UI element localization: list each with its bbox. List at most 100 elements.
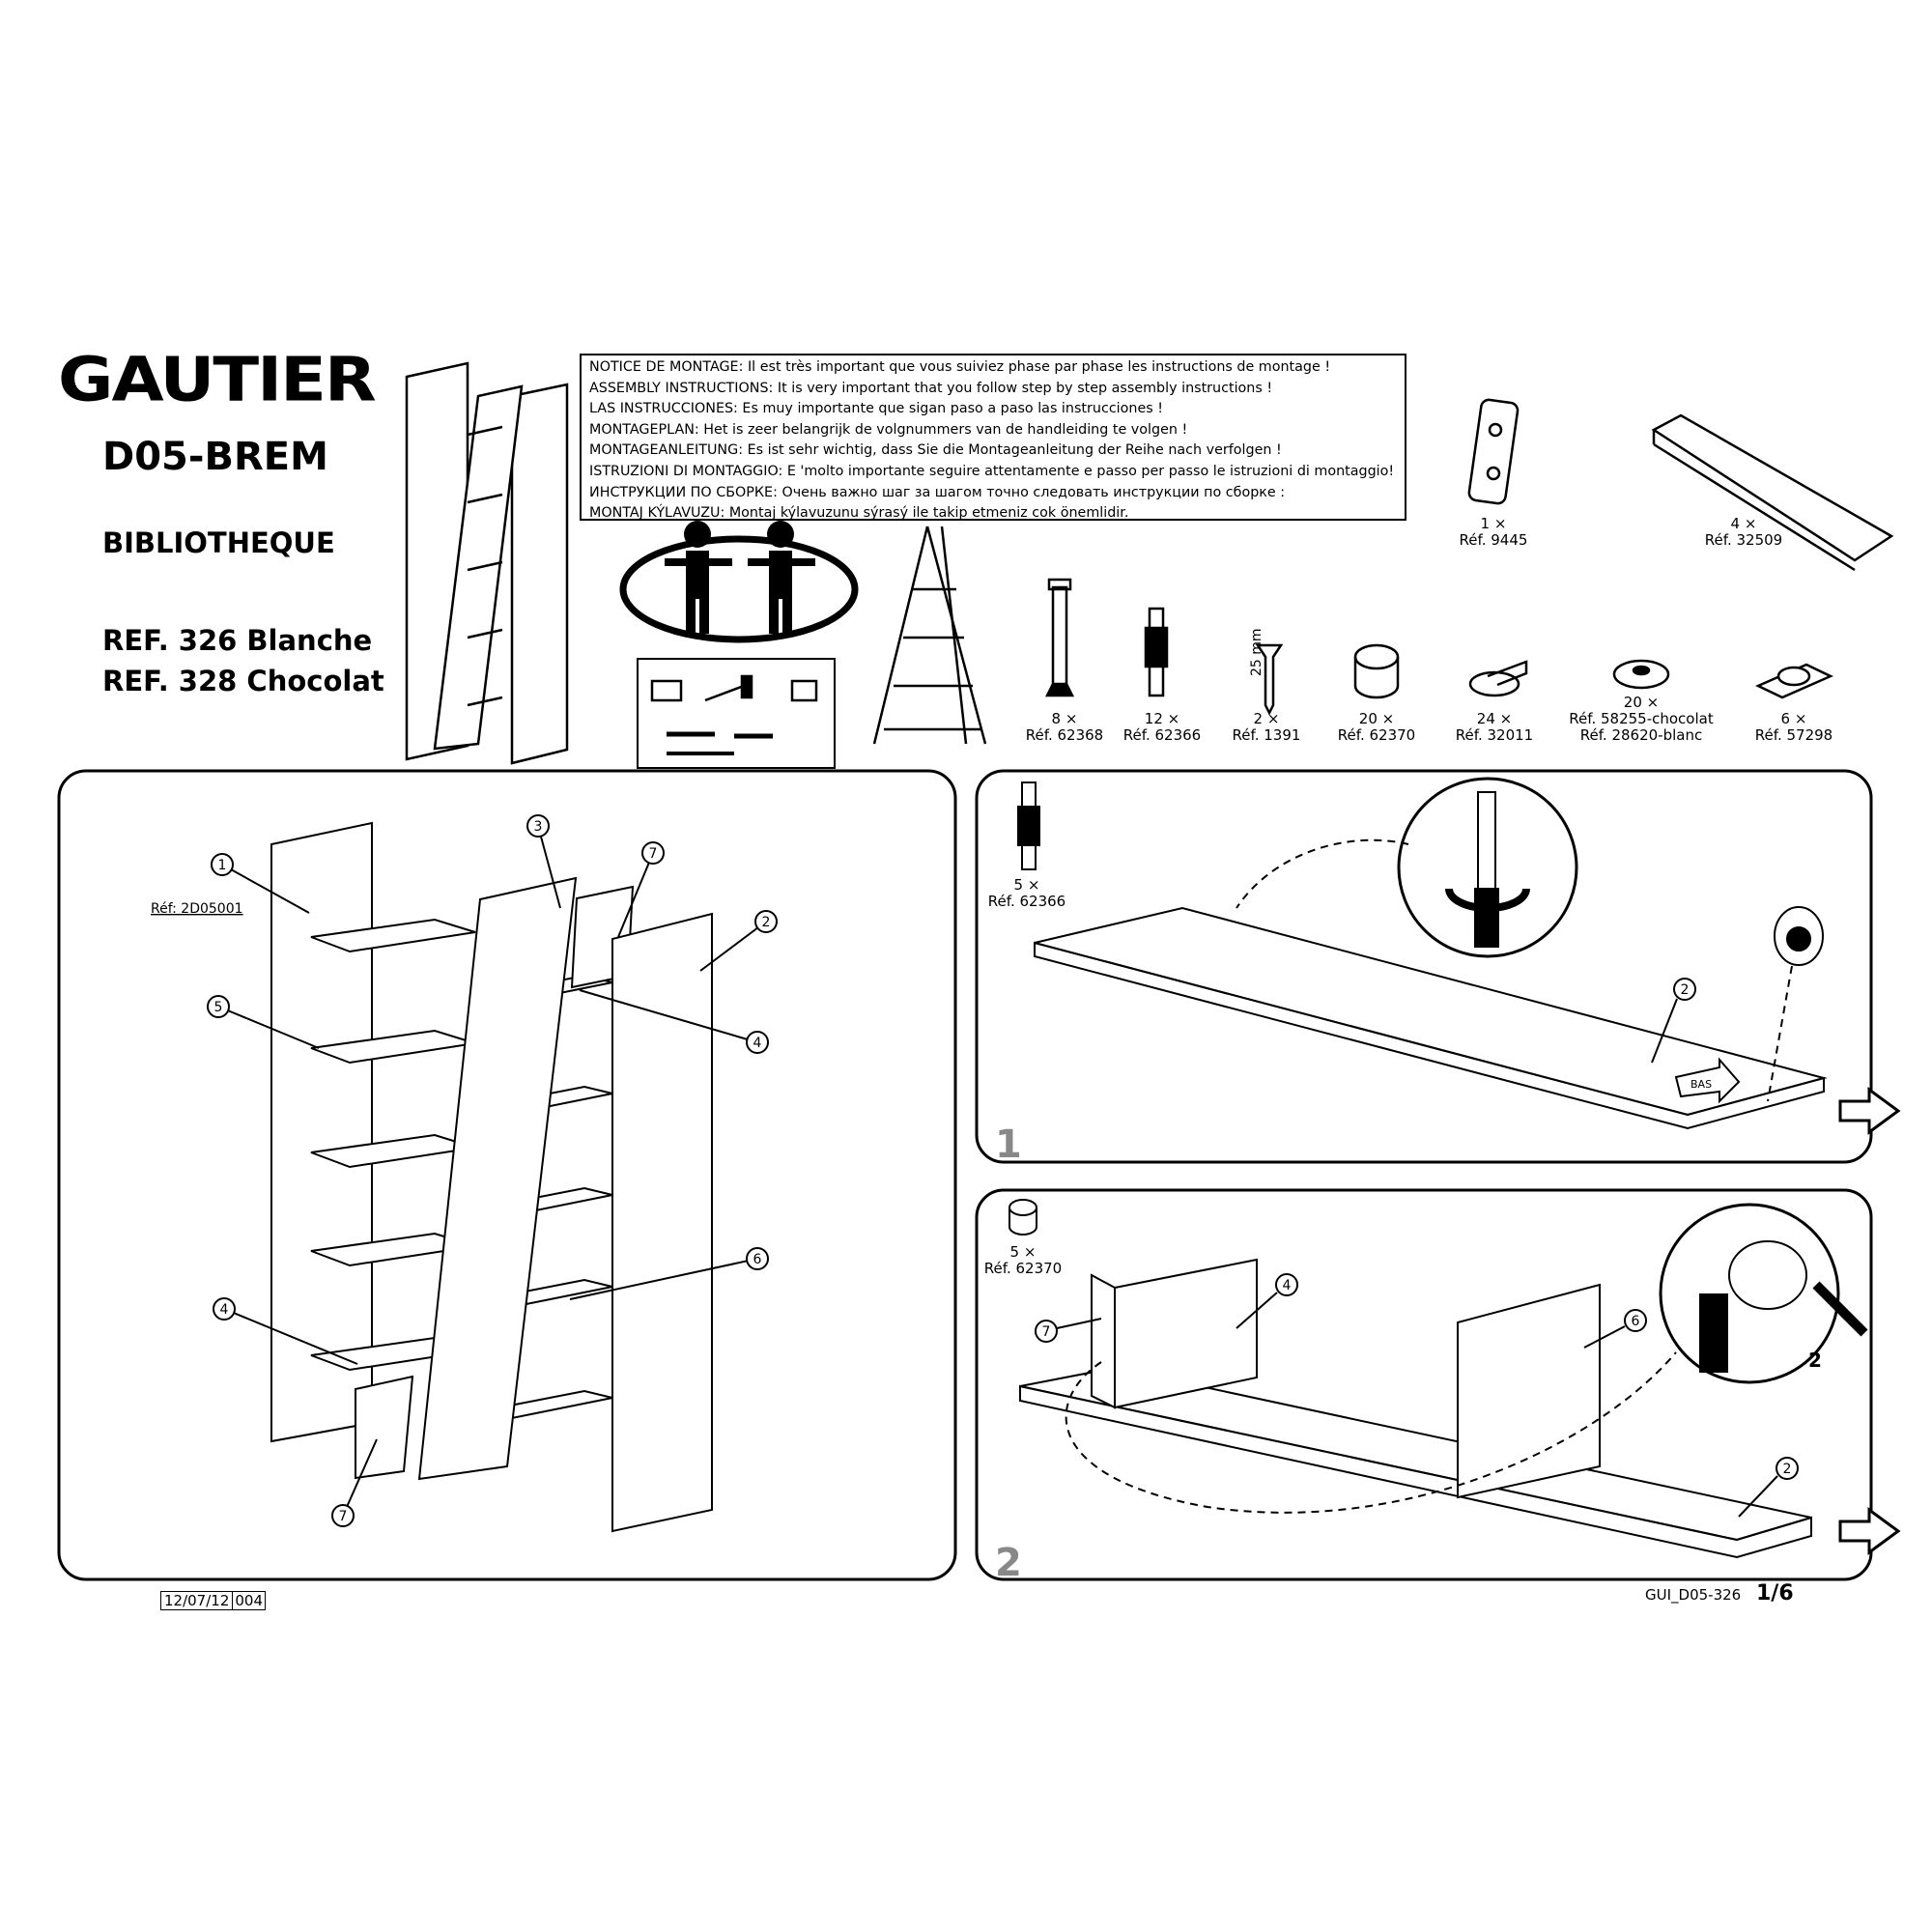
product-type: BIBLIOTHEQUE: [102, 526, 335, 559]
cam-bolt-icon: [1144, 607, 1169, 697]
shelf: [310, 918, 476, 953]
screw-icon: 25 mm: [1249, 628, 1284, 716]
hardware-label: 6 ×Réf. 57298: [1754, 710, 1833, 744]
arrow-bottom-icon: [1674, 1057, 1741, 1104]
callout-number: 3: [534, 819, 543, 835]
step-1-drawing: 5 × Réf. 62366 2 BAS 1: [988, 777, 1901, 1167]
next-arrow-icon: [1838, 1507, 1901, 1555]
svg-text:Réf. 62366: Réf. 62366: [988, 893, 1065, 910]
callout-number: 1: [218, 858, 227, 873]
reference-chocolate: REF. 328 Chocolat: [102, 665, 384, 697]
shelf: [467, 628, 503, 639]
callout-circle: [754, 910, 778, 933]
hardware-label: 1 ×Réf. 9445: [1459, 515, 1528, 549]
notice-line: NOTICE DE MONTAGE: Il est très important…: [589, 359, 1331, 375]
cam-lock-icon: [1009, 1199, 1037, 1236]
callout-circle: [746, 1247, 769, 1270]
notice-line: MONTAGEPLAN: Het is zeer belangrijk de v…: [589, 421, 1188, 438]
shelf: [467, 493, 503, 504]
notice-line: ISTRUZIONI DI MONTAGGIO: E 'molto import…: [589, 463, 1395, 479]
shelf: [467, 560, 503, 572]
svg-text:5 ×: 5 ×: [1014, 876, 1040, 894]
callout-number: 4: [753, 1036, 762, 1051]
svg-text:25 mm: 25 mm: [1249, 628, 1264, 676]
callout-number: 6: [753, 1252, 762, 1267]
shelf: [467, 696, 503, 707]
hardware-label: 8 ×Réf. 62368: [1025, 710, 1104, 744]
callout-circle: [211, 853, 234, 876]
shelf-support-icon: [1468, 660, 1528, 697]
hardware-label: 4 ×Réf. 32509: [1704, 515, 1783, 549]
long-dowel-bolt-icon: [1044, 578, 1075, 697]
exploded-view: Réf: 2D05001 1 3 7 2 5 4 6 4 7: [151, 814, 778, 1533]
hardware-label: 24 ×Réf. 32011: [1455, 710, 1534, 744]
svg-text:4: 4: [1283, 1278, 1292, 1293]
step-ladder-icon: [872, 526, 987, 745]
svg-text:BAS: BAS: [1690, 1078, 1712, 1091]
next-arrow-icon: [1838, 1087, 1901, 1135]
svg-text:2: 2: [1808, 1349, 1822, 1372]
cap-cover-icon: [1612, 659, 1670, 690]
tools-box: [637, 658, 836, 769]
assembly-notice: NOTICE DE MONTAGE: Il est très important…: [580, 354, 1406, 521]
brand-logo: GAUTIER: [58, 344, 377, 415]
callout-leader: [537, 825, 561, 909]
callout-number: 4: [220, 1302, 229, 1318]
callout-number: 5: [214, 1000, 223, 1015]
step-2-panel: [975, 1188, 1873, 1581]
callout-leader: [617, 852, 654, 938]
shelf: [467, 425, 503, 437]
hardware-label: 2 ×Réf. 1391: [1232, 710, 1301, 744]
callout-leader: [569, 1258, 758, 1300]
notice-line: LAS INSTRUCCIONES: Es muy importante que…: [589, 401, 1163, 417]
overview-panel: [57, 769, 957, 1581]
notice-line: ИНСТРУКЦИИ ПО СБОРКЕ: Очень важно шаг за…: [589, 484, 1286, 500]
svg-text:2: 2: [1783, 1462, 1792, 1477]
shelf: [500, 1389, 613, 1422]
step-2-drawing: 5 × Réf. 62370 2 4 7 6 2 2: [984, 1199, 1901, 1585]
felt-pad-icon: [1755, 663, 1833, 699]
callout-circle: [207, 995, 230, 1018]
callout-leader: [221, 864, 310, 914]
wedge-shims-icon: [1651, 413, 1894, 572]
svg-text:7: 7: [1042, 1324, 1051, 1340]
step-number: 2: [995, 1541, 1022, 1585]
callout-circle: [746, 1031, 769, 1054]
callout-leader: [699, 921, 767, 972]
callout-leader: [342, 1438, 378, 1517]
callout-leader: [223, 1308, 358, 1365]
bookshelf-sketch: [405, 361, 569, 765]
svg-text:6: 6: [1632, 1314, 1640, 1329]
callout-circle: [641, 841, 665, 865]
hardware-label: 20 ×Réf. 62370: [1337, 710, 1416, 744]
reference-white: REF. 326 Blanche: [102, 624, 373, 657]
two-person-assembly-icon: [619, 521, 859, 643]
callout-number: 7: [649, 846, 658, 862]
callout-leader: [217, 1006, 320, 1049]
eye-icon: [1774, 906, 1824, 966]
model-name: D05-BREM: [102, 435, 328, 479]
callout-circle: [526, 814, 550, 838]
cam-lock-icon: [1353, 643, 1400, 699]
cam-bolt-icon: [1017, 781, 1040, 870]
part-ref-label: Réf: 2D05001: [151, 901, 243, 917]
notice-line: MONTAJ KÝLAVUZU: Montaj kýlavuzunu sýras…: [589, 505, 1129, 521]
step-number: 1: [995, 1122, 1022, 1167]
svg-text:5 ×: 5 ×: [1010, 1243, 1037, 1261]
step-1-panel: [975, 769, 1873, 1164]
document-code: GUI_D05-326: [1645, 1586, 1742, 1604]
notice-line: ASSEMBLY INSTRUCTIONS: It is very import…: [589, 380, 1273, 396]
callout-leader: [579, 989, 758, 1043]
callout-circle: [331, 1504, 355, 1527]
svg-text:2: 2: [1681, 982, 1690, 998]
hardware-label: 12 ×Réf. 62366: [1122, 710, 1202, 744]
callout-number: 7: [339, 1509, 348, 1524]
connector-plate-icon: [1467, 398, 1520, 505]
callout-number: 2: [762, 915, 771, 930]
callout-circle: [213, 1297, 236, 1321]
notice-line: MONTAGEANLEITUNG: Es ist sehr wichtig, d…: [589, 442, 1282, 459]
page-number: 1/6: [1756, 1581, 1794, 1605]
svg-text:Réf. 62370: Réf. 62370: [984, 1260, 1062, 1277]
